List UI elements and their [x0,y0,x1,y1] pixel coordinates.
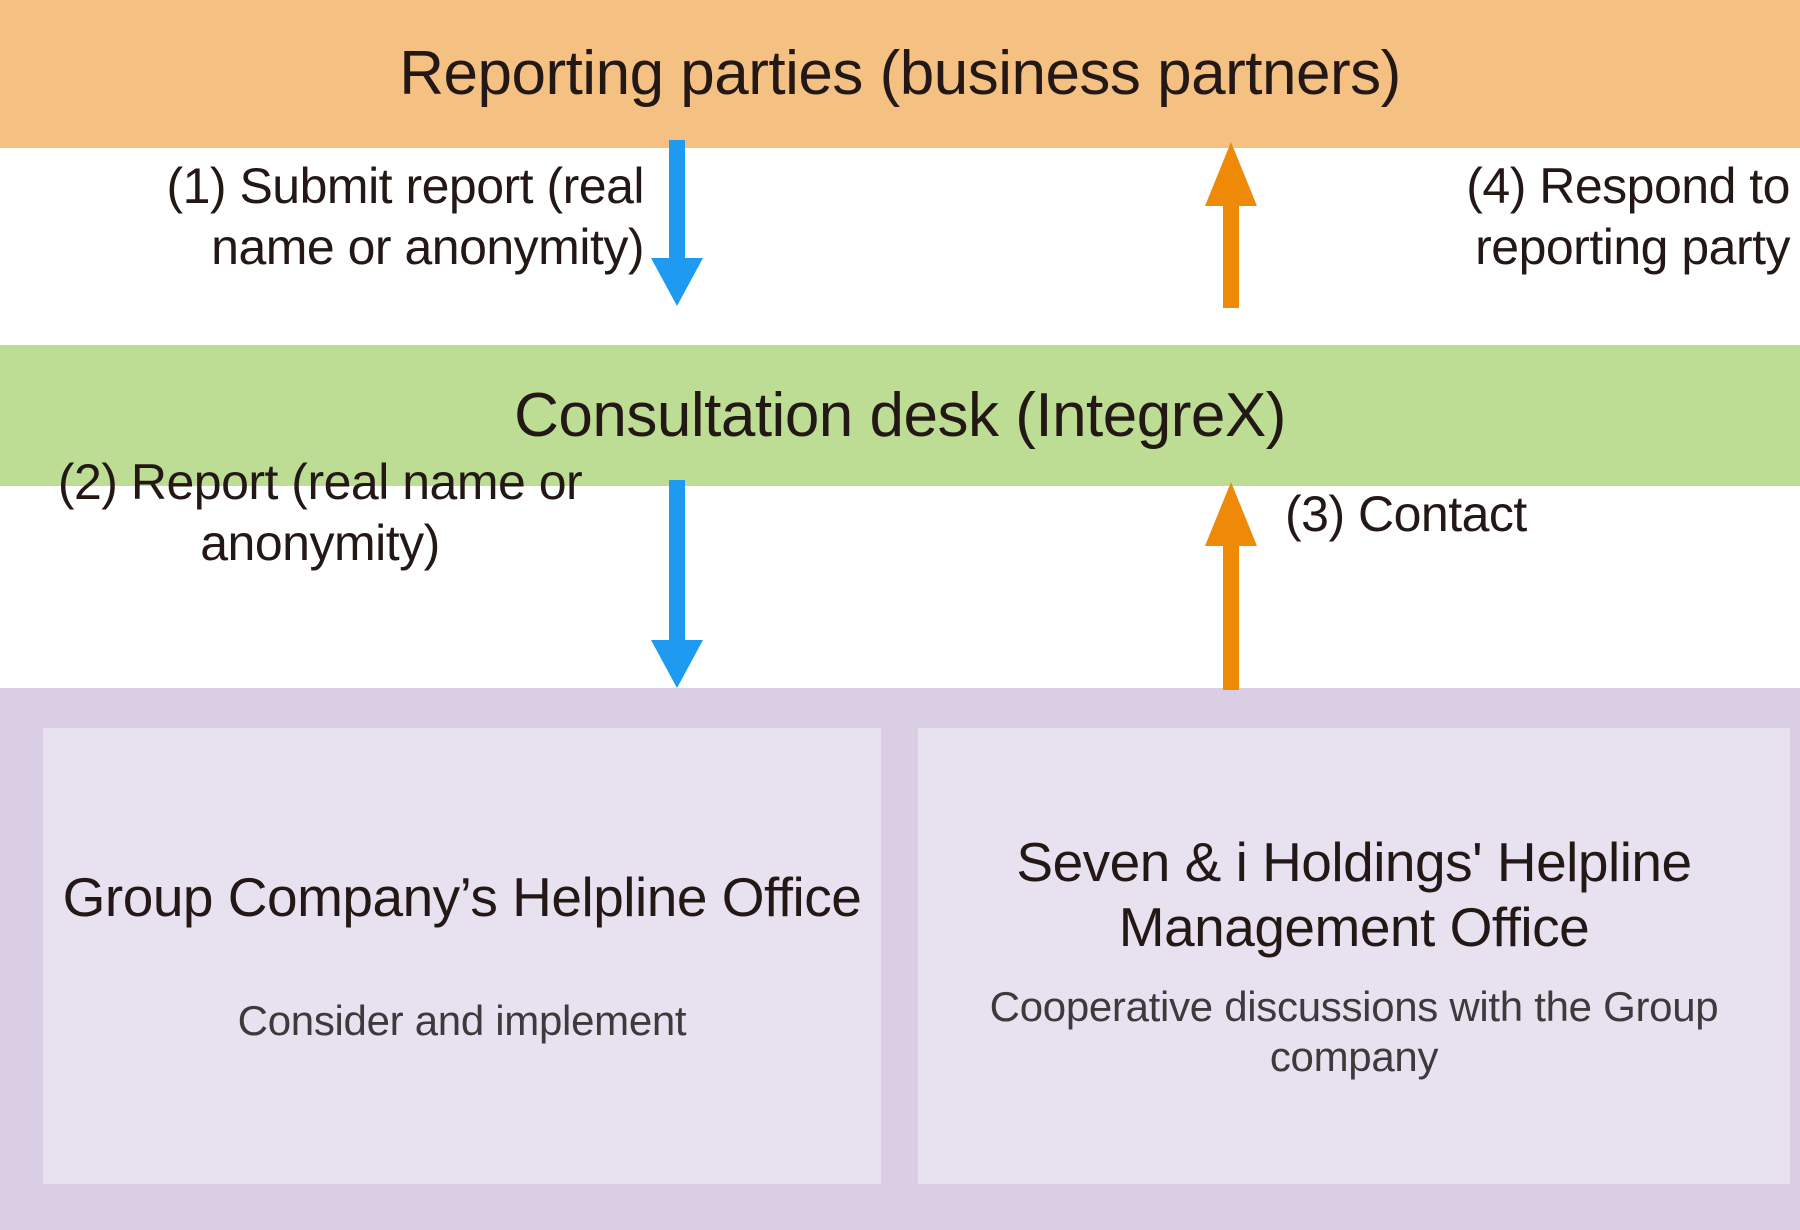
step-1-label: (1) Submit report (real name or anonymit… [166,158,644,275]
band-consultation-desk-label: Consultation desk (IntegreX) [514,380,1286,450]
arrow-up-icon-step-3 [1205,482,1257,690]
band-reporting-parties: Reporting parties (business partners) [0,0,1800,148]
step-2-label: (2) Report (real name or anonymity) [57,454,583,571]
band-reporting-parties-label: Reporting parties (business partners) [399,39,1401,109]
offices-row: Group Company’s Helpline Office Consider… [0,728,1800,1184]
office-card-group-company: Group Company’s Helpline Office Consider… [43,728,881,1184]
arrow-down-icon-step-1 [651,140,703,306]
step-4-label: (4) Respond to reporting party [1466,158,1790,275]
office-card-group-company-subtitle: Consider and implement [237,997,687,1045]
office-card-seven-and-i-title: Seven & i Holdings' Helpline Management … [1016,830,1692,958]
office-card-seven-and-i-subtitle: Cooperative discussions with the Group c… [989,982,1719,1080]
office-card-group-company-title: Group Company’s Helpline Office [62,866,862,929]
office-card-seven-and-i: Seven & i Holdings' Helpline Management … [918,728,1790,1184]
band-consultation-desk: Consultation desk (IntegreX) [0,345,1800,486]
step-3-label: (3) Contact [1285,486,1527,542]
arrow-down-icon-step-2 [651,480,703,688]
arrow-up-icon-step-4 [1205,142,1257,308]
